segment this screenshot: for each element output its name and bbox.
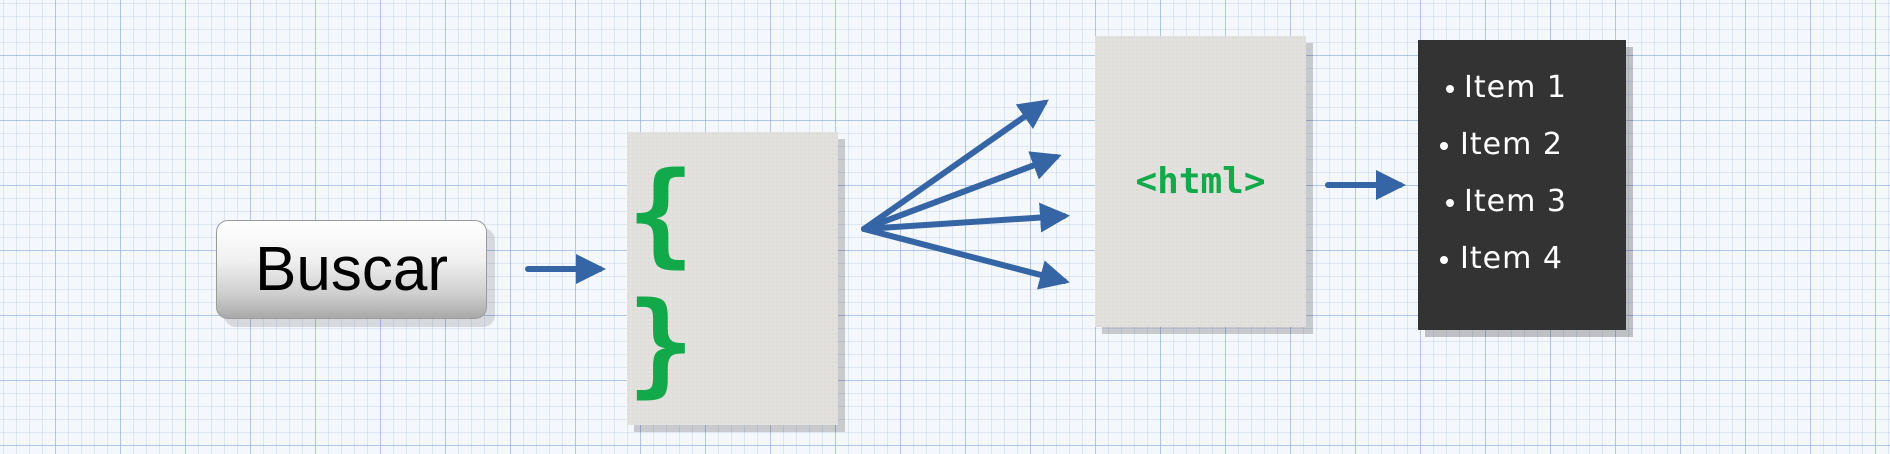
arrow-json-to-html-2 bbox=[861, 151, 1062, 232]
arrow-json-to-html-3 bbox=[861, 202, 1070, 233]
list-item: Item 4 bbox=[1418, 243, 1626, 300]
result-list: Item 1 Item 2 Item 3 Item 4 bbox=[1418, 72, 1626, 300]
list-item: Item 2 bbox=[1418, 129, 1626, 186]
arrow-json-to-html-4 bbox=[861, 226, 1070, 290]
arrow-json-to-html-1 bbox=[861, 99, 1049, 232]
list-item: Item 1 bbox=[1418, 72, 1626, 129]
list-item: Item 3 bbox=[1418, 186, 1626, 243]
search-button[interactable]: Buscar bbox=[216, 220, 487, 319]
json-card: { } bbox=[627, 132, 838, 425]
result-list-panel: Item 1 Item 2 Item 3 Item 4 bbox=[1418, 40, 1626, 330]
braces-icon: { } bbox=[627, 148, 705, 409]
html-card: <html> bbox=[1095, 36, 1306, 327]
html-tag-label: <html> bbox=[1135, 161, 1266, 202]
